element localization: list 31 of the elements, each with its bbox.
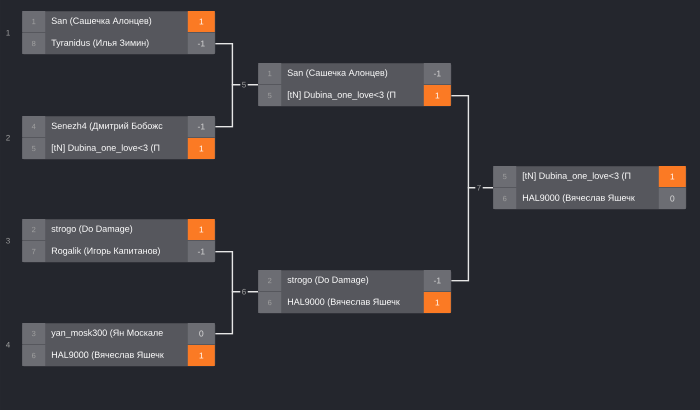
score-cell: -1 — [188, 241, 215, 262]
score-cell: 0 — [658, 188, 686, 209]
score-cell: 1 — [188, 345, 215, 366]
score-cell: 1 — [424, 292, 451, 313]
score-cell: 1 — [188, 219, 215, 240]
score-cell: -1 — [188, 116, 215, 137]
player-name: San (Сашечка Алонцев) — [52, 17, 152, 26]
player-name: Senezh4 (Дмитрий Бобожс — [52, 122, 162, 131]
bracket-line — [451, 187, 493, 282]
player-name: yan_mosk300 (Ян Москале — [51, 329, 163, 338]
bracket-line — [215, 291, 258, 334]
player-name: HAL9000 (Вячеслав Яшечк — [288, 298, 400, 307]
player-name: HAL9000 (Вячеслав Яшечк — [52, 351, 164, 360]
score-cell: 1 — [658, 166, 686, 187]
score-cell: -1 — [424, 63, 451, 84]
score-cell: 1 — [188, 138, 215, 159]
player-name: [tN] Dubina_one_love<3 (П — [522, 172, 630, 181]
player-name: San (Сашечка Алонцев) — [288, 69, 388, 78]
player-name: Tyranidus (Илья Зимин) — [51, 39, 149, 48]
player-name: Rogalik (Игорь Капитанов) — [52, 247, 160, 256]
player-name: [tN] Dubina_one_love<3 (П — [52, 144, 160, 153]
player-name: [tN] Dubina_one_love<3 (П — [288, 91, 396, 100]
player-name: strogo (Do Damage) — [51, 225, 132, 234]
score-cell: -1 — [424, 270, 451, 291]
score-cell: -1 — [188, 33, 215, 54]
score-cell: 0 — [188, 323, 215, 344]
player-name: strogo (Do Damage) — [287, 276, 368, 285]
score-cell: 1 — [424, 85, 451, 106]
player-name: HAL9000 (Вячеслав Яшечк — [522, 194, 635, 203]
score-cell: 1 — [188, 11, 215, 32]
bracket-line — [215, 84, 258, 128]
